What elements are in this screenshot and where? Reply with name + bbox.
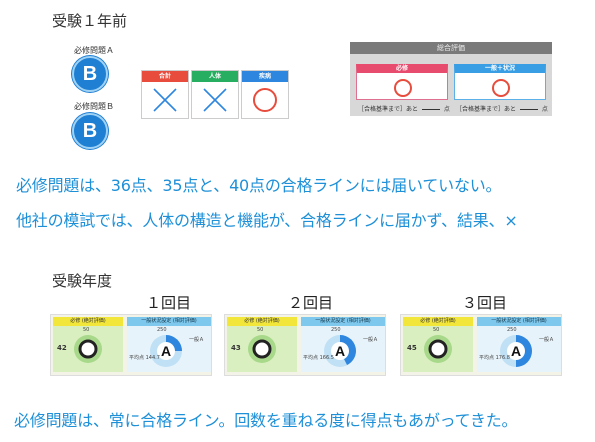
panel-required-label: 必修 <box>395 65 408 72</box>
session-3-grade: A <box>511 343 521 359</box>
session-3-required-score: 45 <box>407 344 417 352</box>
ring-chart-icon <box>424 335 452 363</box>
session-2-average: 平均点 166.5 <box>303 355 334 361</box>
section1-heading: 受験１年前 <box>52 12 128 30</box>
grade-ring-icon: A <box>150 335 182 367</box>
session-3-title: ３回目 <box>462 295 508 312</box>
subject-grid: 合計 人体 疾病 <box>141 70 291 119</box>
circle-icon <box>253 88 277 112</box>
panel-title: 総合評価 <box>350 42 552 54</box>
session-3-required-max: 50 <box>433 327 440 333</box>
session-1-average: 平均点 144.7 <box>129 355 160 361</box>
session-2-title: ２回目 <box>288 295 334 312</box>
session-1-required-score: 42 <box>57 344 67 352</box>
panel-footer-left-text: ［合格基準まで］あと <box>358 106 419 113</box>
note-improvement: 必修問題は、常に合格ライン。回数を重ねる度に得点もあがってきた。 <box>14 411 518 430</box>
subject-cell-disease: 疾病 <box>241 70 289 119</box>
panel-footer-right: ［合格基準まで］あと 点 <box>456 104 548 113</box>
overall-result-panel: 総合評価 必修 一般＋状況 ［合格基準まで］あと 点 ［合格基準まで］あと 点 <box>350 42 552 116</box>
session-1-general-head: 一般状況設定 (相対評価) <box>127 317 211 326</box>
session-2-required-score: 43 <box>231 344 241 352</box>
session-2-general-max: 250 <box>331 327 341 333</box>
grade-ring-icon: A <box>324 335 356 367</box>
session-1-general-tag: 一般Ａ <box>189 337 205 343</box>
badge-a: B <box>72 56 108 92</box>
session-1-title: １回目 <box>146 295 192 312</box>
circle-icon <box>394 79 412 97</box>
badge-a-label: 必修問題Ａ <box>74 46 114 55</box>
grade-ring-icon: A <box>500 335 532 367</box>
session-3-average: 平均点 176.8 <box>479 355 510 361</box>
panel-general-label: 一般＋状況 <box>484 65 515 72</box>
session-3-general-max: 250 <box>507 327 517 333</box>
panel-general-box: 一般＋状況 <box>454 64 546 100</box>
panel-footer-right-text: ［合格基準まで］あと <box>456 106 517 113</box>
subject-cell-total: 合計 <box>141 70 189 119</box>
subject-label-disease: 疾病 <box>242 71 288 82</box>
panel-required-box: 必修 <box>356 64 448 100</box>
session-3-card: 必修 (絶対評価) 一般状況設定 (相対評価) 50 45 250 A 一般Ａ … <box>400 314 562 376</box>
note-required-scores: 必修問題は、36点、35点と、40点の合格ラインには届いていない。 <box>16 176 502 195</box>
subject-cell-body: 人体 <box>191 70 239 119</box>
session-2-general-tag: 一般Ａ <box>363 337 379 343</box>
section2-heading: 受験年度 <box>52 272 113 290</box>
session-1-required-head: 必修 (絶対評価) <box>53 317 123 326</box>
session-2-required-head: 必修 (絶対評価) <box>227 317 297 326</box>
panel-footer-right-unit: 点 <box>541 106 548 113</box>
session-3-general-tag: 一般Ａ <box>539 337 555 343</box>
panel-footer-left: ［合格基準まで］あと 点 <box>358 104 450 113</box>
session-1-card: 必修 (絶対評価) 一般状況設定 (相対評価) 50 42 250 A 一般Ａ … <box>50 314 212 376</box>
circle-icon <box>492 79 510 97</box>
session-1-required-max: 50 <box>83 327 90 333</box>
session-2-card: 必修 (絶対評価) 一般状況設定 (相対評価) 50 43 250 A 一般Ａ … <box>224 314 386 376</box>
cross-icon <box>203 88 227 112</box>
session-3-general-head: 一般状況設定 (相対評価) <box>477 317 561 326</box>
session-1-general-max: 250 <box>157 327 167 333</box>
session-2-general-head: 一般状況設定 (相対評価) <box>301 317 385 326</box>
subject-label-body: 人体 <box>192 71 238 82</box>
ring-chart-icon <box>74 335 102 363</box>
subject-label-total: 合計 <box>142 71 188 82</box>
badge-b-label: 必修問題Ｂ <box>74 102 114 111</box>
note-other-mock: 他社の模試では、人体の構造と機能が、合格ラインに届かず、結果、× <box>16 211 518 230</box>
session-3-required-head: 必修 (絶対評価) <box>403 317 473 326</box>
session-2-grade: A <box>335 343 345 359</box>
badge-b: B <box>72 113 108 149</box>
session-2-required-max: 50 <box>257 327 264 333</box>
panel-footer-left-unit: 点 <box>443 106 450 113</box>
session-1-grade: A <box>161 343 171 359</box>
cross-icon <box>153 88 177 112</box>
ring-chart-icon <box>248 335 276 363</box>
